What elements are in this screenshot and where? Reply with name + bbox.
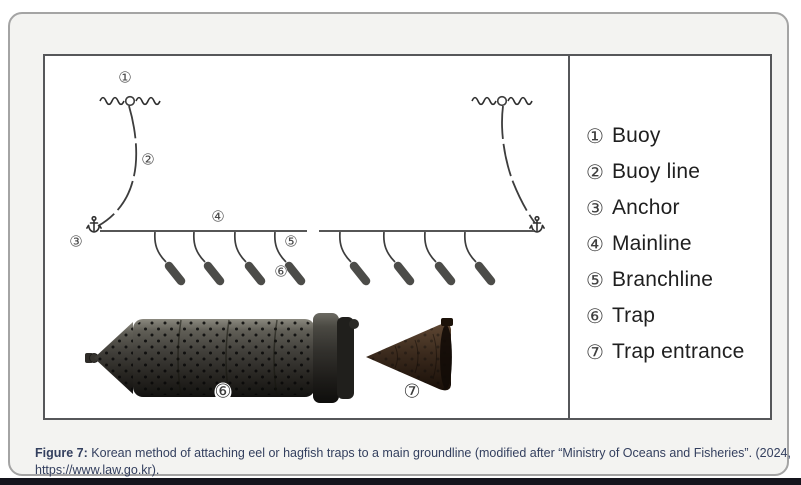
caption-text: Korean method of attaching eel or hagfis… [91,446,791,460]
legend-number-icon: ⑤ [586,268,604,292]
legend-number-icon: ⑦ [586,340,604,364]
right-buoy-drawing [471,95,533,107]
legend-number-icon: ② [586,160,604,184]
diagram-marker-trap: ⑥ [274,262,288,281]
diagram-marker-buoy: ① [118,68,132,87]
footer-bar [0,478,801,485]
legend-list: ① Buoy ② Buoy line ③ Anchor ④ Mainline ⑤… [586,118,745,370]
figure-card: ① ② ③ ④ ⑤ ⑥ ⑥ ⑦ ① Buoy ② Buoy line ③ Anc… [8,12,791,477]
diagram-marker-branchline: ⑤ [284,232,298,251]
legend-number-icon: ④ [586,232,604,256]
legend-item-label: Buoy line [611,160,701,183]
legend-item-label: Branchline [611,268,714,291]
figure-panel [43,54,772,420]
legend-item-trap: ⑥ Trap [586,298,745,334]
legend-number-icon: ⑥ [586,304,604,328]
photo-marker-trap: ⑥ [214,380,232,403]
legend-item-trap-entrance: ⑦ Trap entrance [586,334,745,370]
legend-number-icon: ③ [586,196,604,220]
legend-item-label: Mainline [611,232,692,255]
right-buoy-line-drawing [501,105,536,224]
left-anchor-drawing [86,215,102,233]
legend-item-buoy-line: ② Buoy line [586,154,745,190]
legend-item-branchline: ⑤ Branchline [586,262,745,298]
photo-marker-trap-entrance: ⑦ [403,380,421,403]
trap-photo [85,313,359,403]
legend-item-buoy: ① Buoy [586,118,745,154]
trap-entrance-photo-drawing [366,318,453,391]
caption-line-2: https://www.law.go.kr). [35,462,160,477]
caption-label: Figure 7: [35,446,88,460]
diagram-marker-buoy-line: ② [141,150,155,169]
panel-divider [568,56,570,418]
legend-item-anchor: ③ Anchor [586,190,745,226]
legend-item-mainline: ④ Mainline [586,226,745,262]
legend-item-label: Trap [611,304,656,327]
diagram-marker-anchor: ③ [69,232,83,251]
legend-number-icon: ① [586,124,604,148]
legend-item-label: Trap entrance [611,340,745,363]
diagram-marker-mainline: ④ [211,207,225,226]
legend-item-label: Anchor [611,196,680,219]
diagram-drawing [85,95,545,403]
left-buoy-drawing [99,95,161,107]
caption-line-1: Figure 7: Korean method of attaching eel… [35,445,801,462]
left-buoy-line-drawing [97,105,138,227]
branchlines-drawing [153,231,477,263]
branch-traps-drawing [164,261,496,286]
figure-caption: Figure 7: Korean method of attaching eel… [35,445,801,478]
legend-item-label: Buoy [611,124,661,147]
